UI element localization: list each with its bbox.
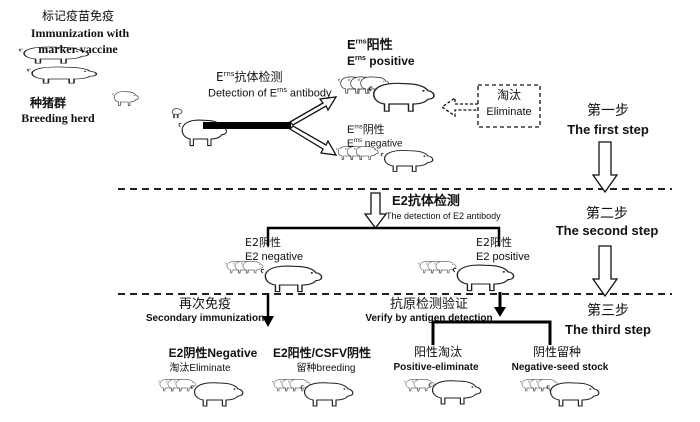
herd-label-cn: 种猪群 bbox=[29, 96, 67, 110]
outcome-neg-elim-pigs bbox=[158, 379, 244, 407]
outcome-breeding-l2: 留种breeding bbox=[296, 363, 356, 374]
outcome-pos-elim-l1: 阳性淘汰 bbox=[413, 345, 463, 359]
step3-arrows bbox=[262, 292, 506, 327]
branch-arrows bbox=[288, 96, 338, 156]
verify-cn: 抗原检测验证 bbox=[389, 297, 469, 312]
step1-cn: 第一步 bbox=[587, 103, 629, 119]
step-arrows bbox=[591, 141, 619, 298]
eliminate-arrow bbox=[440, 96, 478, 118]
erns-detection-cn: Erns抗体检测 bbox=[216, 70, 283, 84]
e2-negative-pigs bbox=[225, 261, 323, 293]
secondary-cn: 再次免疫 bbox=[178, 297, 232, 312]
step3-cn: 第三步 bbox=[587, 303, 629, 319]
erns-detection-en: Detection of Erns antibody bbox=[208, 87, 332, 100]
outcome-neg-elim-l1: E2阴性Negative bbox=[168, 346, 258, 360]
e2-negative-cn: E2阴性 bbox=[245, 236, 281, 249]
step1-en: The first step bbox=[567, 122, 649, 137]
erns-negative-pigs bbox=[336, 146, 434, 172]
verify-split-bracket bbox=[431, 320, 552, 345]
e2-detection-en: The detection of E2 antibody bbox=[386, 211, 501, 221]
erns-positive-cn: Erns阳性 bbox=[347, 37, 393, 52]
vaccine-label-en2: marker vaccine bbox=[38, 42, 118, 56]
eliminate-en: Eliminate bbox=[486, 106, 532, 118]
e2-positive-en: E2 positive bbox=[476, 251, 530, 263]
erns-negative-en: Erns negative bbox=[347, 138, 403, 150]
secondary-en: Secondary immunization bbox=[145, 313, 265, 324]
step3-en: The third step bbox=[565, 322, 651, 337]
outcome-seed-l2: Negative-seed stock bbox=[511, 362, 609, 373]
outcome-breeding-l1: E2阳性/CSFV阴性 bbox=[272, 346, 372, 360]
erns-positive-pigs bbox=[338, 76, 435, 112]
e2-positive-cn: E2阳性 bbox=[476, 236, 512, 249]
e2-negative-en: E2 negative bbox=[245, 251, 304, 263]
eliminate-box bbox=[477, 84, 541, 128]
step2-en: The second step bbox=[555, 223, 659, 238]
erns-negative-cn: Erns阴性 bbox=[347, 124, 385, 136]
outcome-pos-elim-pigs bbox=[404, 379, 482, 405]
vaccine-label-cn: 标记疫苗免疫 bbox=[41, 9, 115, 23]
e2-split-bracket bbox=[266, 226, 501, 246]
e2-detection-cn: E2抗体检测 bbox=[392, 193, 460, 208]
herd-label-en: Breeding herd bbox=[21, 111, 95, 125]
detection-bar bbox=[203, 122, 291, 129]
step2-cn: 第二步 bbox=[586, 206, 628, 222]
erns-positive-en: Erns positive bbox=[347, 54, 415, 68]
outcome-seed-l1: 阴性留种 bbox=[532, 345, 582, 359]
outcome-breeding-pigs bbox=[272, 379, 354, 407]
outcome-pos-elim-l2: Positive-eliminate bbox=[393, 362, 479, 373]
e2-positive-pigs bbox=[418, 261, 515, 292]
verify-en: Verify by antigen detection bbox=[365, 313, 493, 324]
outcome-neg-elim-l2: 淘汰Eliminate bbox=[169, 363, 231, 374]
outcome-seed-pigs bbox=[520, 379, 600, 407]
vaccine-label-en1: Immunization with bbox=[30, 26, 130, 40]
eliminate-cn: 淘汰 bbox=[496, 88, 522, 102]
e2-detection-arrow bbox=[363, 192, 388, 230]
